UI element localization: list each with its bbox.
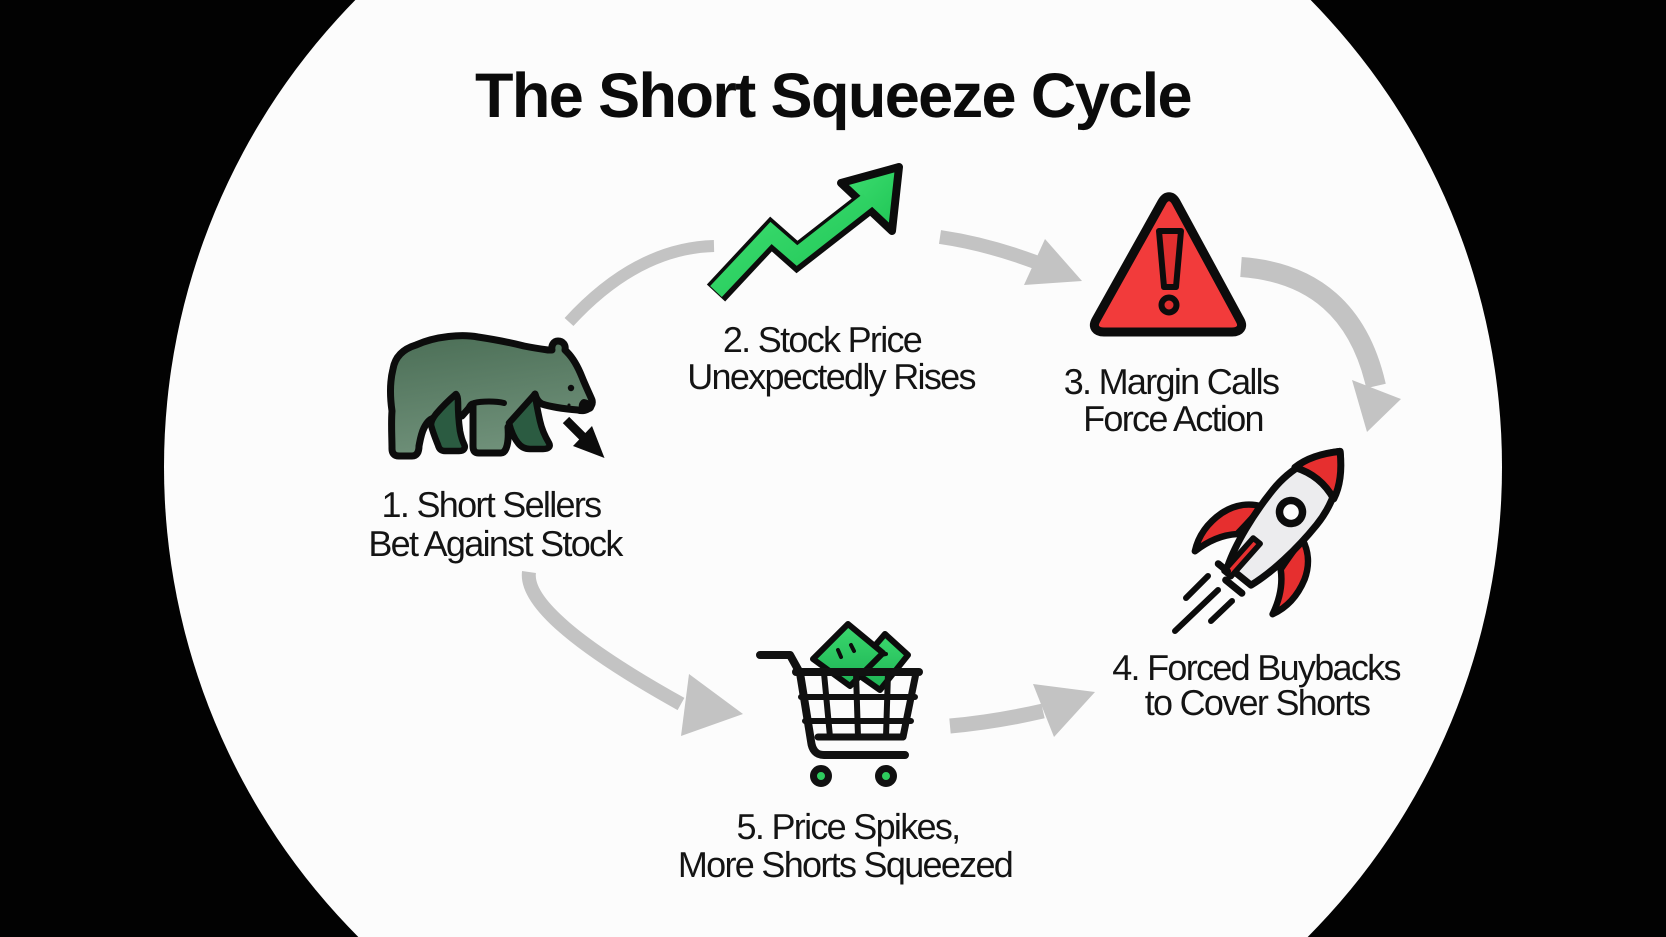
svg-text:to Cover Shorts: to Cover Shorts: [1145, 682, 1370, 723]
svg-text:5. Price Spikes,: 5. Price Spikes,: [737, 806, 960, 847]
svg-text:Unexpectedly Rises: Unexpectedly Rises: [687, 356, 975, 397]
svg-text:3. Margin Calls: 3. Margin Calls: [1064, 361, 1279, 402]
svg-text:Bet Against Stock: Bet Against Stock: [368, 523, 624, 564]
svg-text:1. Short Sellers: 1. Short Sellers: [382, 484, 602, 525]
svg-text:More Shorts Squeezed: More Shorts Squeezed: [678, 844, 1012, 885]
svg-text:2. Stock Price: 2. Stock Price: [723, 319, 922, 360]
svg-text:Force Action: Force Action: [1083, 398, 1263, 439]
svg-text:The Short Squeeze Cycle: The Short Squeeze Cycle: [475, 61, 1191, 131]
svg-text:4. Forced Buybacks: 4. Forced Buybacks: [1112, 647, 1400, 688]
